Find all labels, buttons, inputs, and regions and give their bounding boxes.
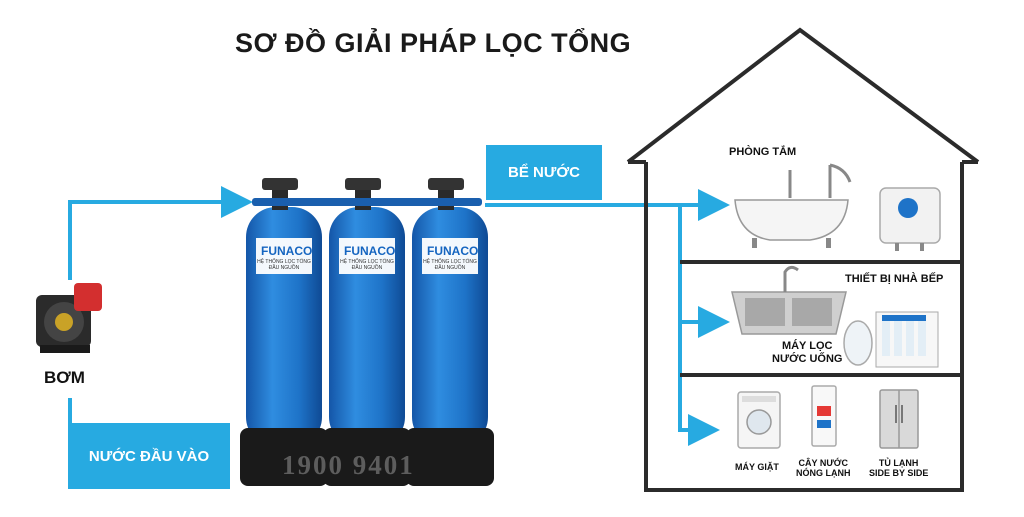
water-dispenser-icon xyxy=(811,385,837,447)
dispenser-label: CÂY NƯỚC NÓNG LẠNH xyxy=(796,458,851,479)
filter-tank-3 xyxy=(406,178,494,486)
fridge-label: TỦ LẠNH SIDE BY SIDE xyxy=(869,458,928,479)
washing-machine-icon xyxy=(737,391,781,449)
inlet-pipe xyxy=(68,186,253,425)
dispenser-label-line2: NÓNG LẠNH xyxy=(796,468,851,479)
water-tank-box: BỂ NƯỚC xyxy=(486,145,602,200)
filter-tank-2 xyxy=(323,178,411,486)
tank-2-brand: FUNACO xyxy=(344,244,396,258)
water-heater-icon xyxy=(879,187,941,251)
tank-3-sticker-text: HỆ THỐNG LỌC TỔNG ĐẦU NGUỒN xyxy=(423,259,477,271)
tank-3-brand: FUNACO xyxy=(427,244,479,258)
outlet-pipe xyxy=(485,189,730,446)
inlet-water-box: NƯỚC ĐẦU VÀO xyxy=(68,423,230,489)
diagram-title: SƠ ĐỒ GIẢI PHÁP LỌC TỔNG xyxy=(235,28,632,58)
fridge-icon xyxy=(879,389,919,449)
ro-purifier-label: MÁY LỌC NƯỚC UỐNG xyxy=(772,340,842,365)
bathroom-label: PHÒNG TẮM xyxy=(729,146,797,158)
pump-label: BƠM xyxy=(44,368,85,387)
kitchen-label: THIẾT BỊ NHÀ BẾP xyxy=(845,273,944,285)
washer-label: MÁY GIẶT xyxy=(735,462,779,472)
ro-purifier-label-line2: NƯỚC UỐNG xyxy=(772,352,843,365)
fridge-label-line1: TỦ LẠNH xyxy=(878,458,919,468)
filter-tank-1 xyxy=(240,178,328,486)
fridge-label-line2: SIDE BY SIDE xyxy=(869,468,929,479)
ro-purifier-icon xyxy=(843,311,939,368)
house-outline xyxy=(626,27,980,492)
tank-1-sticker-text: HỆ THỐNG LỌC TỔNG ĐẦU NGUỒN xyxy=(257,259,311,271)
ro-purifier-label-line1: MÁY LỌC xyxy=(781,340,833,352)
water-tank-label: BỂ NƯỚC xyxy=(508,164,580,181)
tank-2-sticker-text: HỆ THỐNG LỌC TỔNG ĐẦU NGUỒN xyxy=(340,259,394,271)
phone-watermark: 1900 9401 xyxy=(282,450,415,480)
inlet-water-label: NƯỚC ĐẦU VÀO xyxy=(88,447,210,465)
pump-icon xyxy=(36,283,102,353)
tank-connector-pipe xyxy=(252,198,482,206)
dispenser-label-line1: CÂY NƯỚC xyxy=(798,458,848,468)
bathtub-icon xyxy=(734,163,852,248)
tank-1-brand: FUNACO xyxy=(261,244,313,258)
kitchen-sink-icon xyxy=(731,265,847,335)
